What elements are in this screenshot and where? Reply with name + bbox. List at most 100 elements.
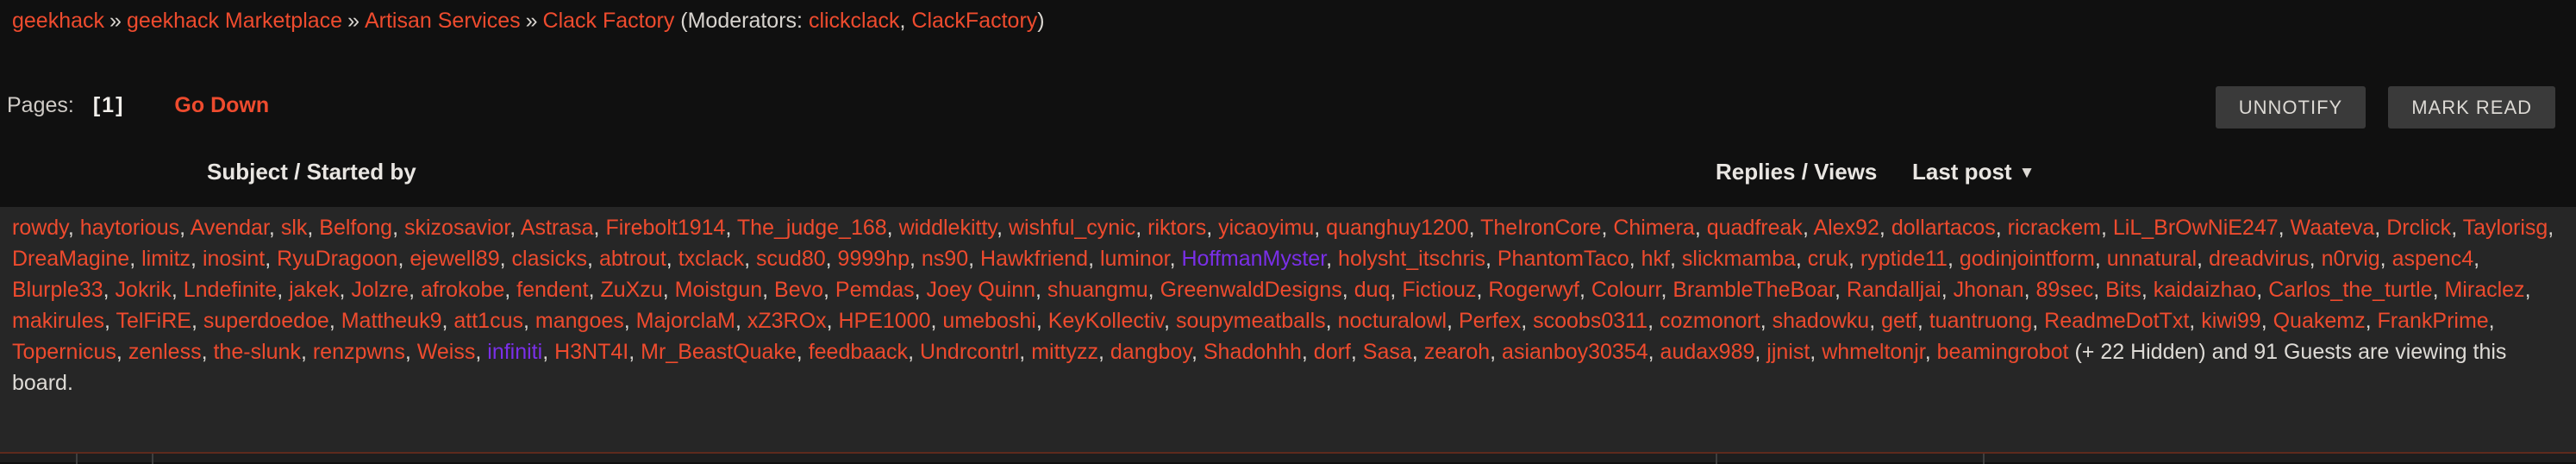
viewer-username[interactable]: ricrackem xyxy=(2007,216,2101,240)
viewer-username[interactable]: Undrcontrl xyxy=(919,340,1020,364)
viewer-username[interactable]: n0rvig xyxy=(2321,247,2380,271)
viewer-username[interactable]: jakek xyxy=(289,278,340,302)
viewer-username[interactable]: scoobs0311 xyxy=(1533,309,1648,333)
viewer-username[interactable]: cruk xyxy=(1807,247,1849,271)
viewer-username[interactable]: feedbaack xyxy=(808,340,909,364)
viewer-username[interactable]: quadfreak xyxy=(1706,216,1803,240)
viewer-username[interactable]: zenless xyxy=(128,340,202,364)
viewer-username[interactable]: att1cus xyxy=(453,309,523,333)
viewer-username[interactable]: dorf xyxy=(1313,340,1351,364)
breadcrumb-link-artisan-services[interactable]: Artisan Services xyxy=(364,9,521,33)
viewer-username[interactable]: luminor xyxy=(1099,247,1170,271)
breadcrumb-link-geekhack[interactable]: geekhack xyxy=(12,9,105,33)
viewer-username[interactable]: Topernicus xyxy=(12,340,116,364)
viewer-username[interactable]: dangboy xyxy=(1110,340,1191,364)
viewer-username[interactable]: duq xyxy=(1354,278,1391,302)
viewer-username[interactable]: wishful_cynic xyxy=(1008,216,1136,240)
viewer-username[interactable]: Mr_BeastQuake xyxy=(641,340,797,364)
viewer-username[interactable]: Jokrik xyxy=(115,278,172,302)
viewer-username[interactable]: Chimera xyxy=(1613,216,1695,240)
viewer-username[interactable]: quanghuy1200 xyxy=(1326,216,1469,240)
viewer-username[interactable]: Waateva xyxy=(2290,216,2375,240)
viewer-username[interactable]: slk xyxy=(280,216,308,240)
viewer-username[interactable]: godinjointform xyxy=(1959,247,2095,271)
viewer-username[interactable]: riktors xyxy=(1147,216,1207,240)
viewer-username[interactable]: dollartacos xyxy=(1891,216,1996,240)
viewer-username[interactable]: unnatural xyxy=(2106,247,2198,271)
moderator-link[interactable]: ClackFactory xyxy=(911,9,1038,33)
moderator-link[interactable]: clickclack xyxy=(808,9,900,33)
viewer-username[interactable]: getf xyxy=(1881,309,1917,333)
viewer-username[interactable]: Miraclez xyxy=(2444,278,2525,302)
viewer-username[interactable]: HPE1000 xyxy=(838,309,931,333)
viewer-username[interactable]: beamingrobot xyxy=(1936,340,2069,364)
viewer-username[interactable]: Avendar xyxy=(190,216,269,240)
viewer-username[interactable]: rowdy xyxy=(12,216,68,240)
viewer-username[interactable]: afrokobe xyxy=(420,278,505,302)
viewer-username[interactable]: Bevo xyxy=(774,278,824,302)
viewer-username[interactable]: infiniti xyxy=(487,340,543,364)
viewer-username[interactable]: Belfong xyxy=(319,216,393,240)
viewer-username[interactable]: Pemdas xyxy=(835,278,915,302)
viewer-username[interactable]: FrankPrime xyxy=(2377,309,2489,333)
viewer-username[interactable]: Alex92 xyxy=(1813,216,1879,240)
viewer-username[interactable]: widdlekitty xyxy=(898,216,997,240)
viewer-username[interactable]: slickmamba xyxy=(1681,247,1796,271)
viewer-username[interactable]: Blurple33 xyxy=(12,278,103,302)
viewer-username[interactable]: Randalljai xyxy=(1846,278,1941,302)
viewer-username[interactable]: kaidaizhao xyxy=(2153,278,2257,302)
viewer-username[interactable]: superdoedoe xyxy=(203,309,329,333)
viewer-username[interactable]: mittyzz xyxy=(1031,340,1098,364)
viewer-username[interactable]: ReadmeDotTxt xyxy=(2044,309,2190,333)
viewer-username[interactable]: xZ3ROx xyxy=(747,309,827,333)
viewer-username[interactable]: DreaMagine xyxy=(12,247,130,271)
breadcrumb-link-clack-factory[interactable]: Clack Factory xyxy=(542,9,675,33)
viewer-username[interactable]: umeboshi xyxy=(942,309,1036,333)
viewer-username[interactable]: Jolzre xyxy=(351,278,410,302)
viewer-username[interactable]: yicaoyimu xyxy=(1218,216,1315,240)
viewer-username[interactable]: cozmonort xyxy=(1660,309,1760,333)
column-header-last-post[interactable]: Last post▼ xyxy=(1912,159,2035,185)
viewer-username[interactable]: holysht_itschris xyxy=(1338,247,1485,271)
breadcrumb-link-geekhack-marketplace[interactable]: geekhack Marketplace xyxy=(126,9,343,33)
viewer-username[interactable]: Sasa xyxy=(1362,340,1412,364)
viewer-username[interactable]: Colourr xyxy=(1591,278,1661,302)
viewer-username[interactable]: Weiss xyxy=(416,340,476,364)
viewer-username[interactable]: whmeltonjr xyxy=(1822,340,1925,364)
viewer-username[interactable]: hkf xyxy=(1641,247,1670,271)
viewer-username[interactable]: makirules xyxy=(12,309,104,333)
viewer-username[interactable]: ns90 xyxy=(921,247,969,271)
viewer-username[interactable]: RyuDragoon xyxy=(277,247,398,271)
go-down-link[interactable]: Go Down xyxy=(174,93,270,117)
mark-read-button[interactable]: MARK READ xyxy=(2388,86,2555,129)
unnotify-button[interactable]: UNNOTIFY xyxy=(2215,86,2367,129)
viewer-username[interactable]: limitz xyxy=(141,247,191,271)
viewer-username[interactable]: HoffmanMyster xyxy=(1181,247,1327,271)
viewer-username[interactable]: Jhonan xyxy=(1953,278,2024,302)
viewer-username[interactable]: Joey Quinn xyxy=(926,278,1036,302)
viewer-username[interactable]: audax989 xyxy=(1660,340,1755,364)
viewer-username[interactable]: Astrasa xyxy=(520,216,594,240)
viewer-username[interactable]: Drclick xyxy=(2386,216,2452,240)
viewer-username[interactable]: abtrout xyxy=(598,247,666,271)
viewer-username[interactable]: ZuXzu xyxy=(600,278,663,302)
viewer-username[interactable]: nocturalowl xyxy=(1337,309,1447,333)
viewer-username[interactable]: fendent xyxy=(516,278,589,302)
viewer-username[interactable]: Fictiouz xyxy=(1402,278,1477,302)
viewer-username[interactable]: H3NT4I xyxy=(554,340,629,364)
column-header-subject[interactable]: Subject / Started by xyxy=(207,159,416,185)
viewer-username[interactable]: Shadohhh xyxy=(1203,340,1302,364)
viewer-username[interactable]: dreadvirus xyxy=(2208,247,2310,271)
viewer-username[interactable]: TelFiRE xyxy=(116,309,191,333)
viewer-username[interactable]: Hawkfriend xyxy=(980,247,1089,271)
viewer-username[interactable]: zearoh xyxy=(1423,340,1491,364)
viewer-username[interactable]: MajorclaM xyxy=(635,309,735,333)
viewer-username[interactable]: Perfex xyxy=(1458,309,1522,333)
viewer-username[interactable]: mangoes xyxy=(535,309,624,333)
viewer-username[interactable]: Taylorisg xyxy=(2462,216,2548,240)
viewer-username[interactable]: scud80 xyxy=(756,247,826,271)
viewer-username[interactable]: txclack xyxy=(678,247,745,271)
viewer-username[interactable]: haytorious xyxy=(79,216,180,240)
viewer-username[interactable]: LiL_BrOwNiE247 xyxy=(2112,216,2279,240)
column-header-replies-views[interactable]: Replies / Views xyxy=(1716,159,1878,185)
